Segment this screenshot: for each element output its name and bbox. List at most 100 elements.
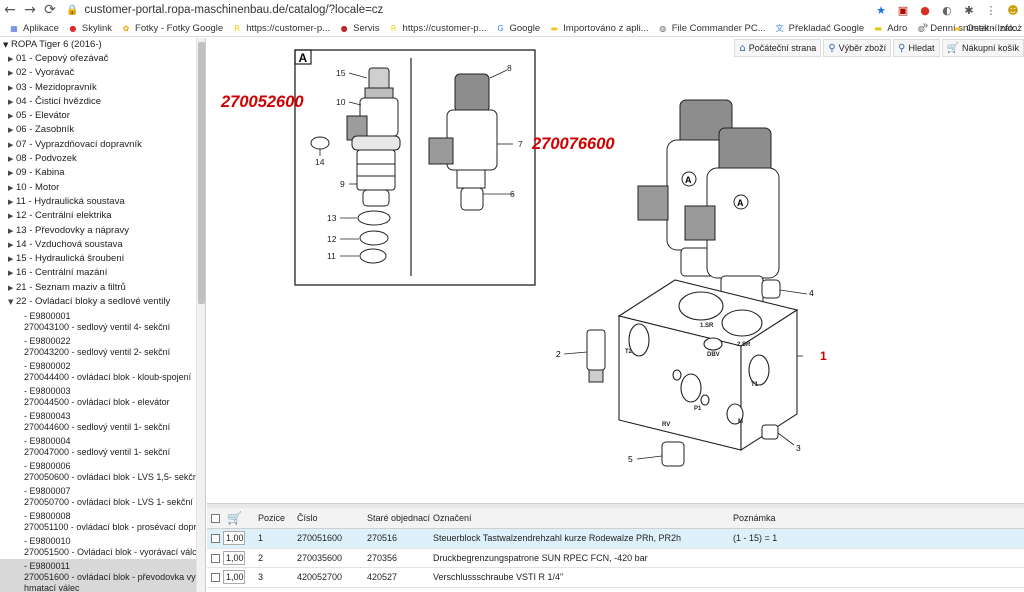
subitem-code: - E9800008 [24, 511, 71, 522]
forward-icon[interactable]: → [24, 2, 36, 18]
tree-item[interactable]: ▶10 - Motor [0, 181, 196, 195]
address-bar[interactable]: 🔒 customer-portal.ropa-maschinenbau.de/c… [66, 1, 870, 19]
tree-item[interactable]: ▶02 - Vyorávač [0, 66, 196, 80]
select-all-checkbox[interactable] [211, 514, 220, 523]
tree-item[interactable]: ▶21 - Seznam maziv a filtrů [0, 281, 196, 295]
tree-item[interactable]: ▶05 - Elevátor [0, 109, 196, 123]
star-icon[interactable]: ★ [876, 3, 886, 17]
tree-item-label: 01 - Cepový ořezávač [16, 53, 109, 64]
cart-button[interactable]: 🛒Nákupní košík [941, 39, 1024, 57]
tree-root[interactable]: ▼ROPA Tiger 6 (2016-) [0, 38, 196, 52]
cell-note: (1 - 15) = 1 [733, 533, 778, 543]
port-t1: T1 [751, 382, 759, 388]
quantity-input[interactable]: 1,00 [223, 570, 245, 584]
bookmark-item[interactable]: ▦Aplikace [9, 23, 59, 34]
lock-icon[interactable]: 🔒 [66, 4, 79, 16]
tree-item[interactable]: ▶16 - Centrální mazání [0, 266, 196, 280]
collapsed-icon: ▶ [8, 83, 14, 92]
reload-icon[interactable]: ⟳ [44, 2, 56, 18]
col-position[interactable]: Pozice [258, 513, 286, 523]
menu-icon[interactable]: ⋮ [985, 3, 997, 17]
tree-item[interactable]: ▶06 - Zasobník [0, 123, 196, 137]
collapsed-icon: ▶ [8, 240, 14, 249]
col-designation[interactable]: Označení [433, 513, 472, 523]
cartridge-left [310, 67, 401, 264]
row-checkbox[interactable] [211, 553, 220, 563]
quantity-input[interactable]: 1,00 [223, 550, 245, 565]
tree-item-label: 05 - Elevátor [16, 110, 70, 122]
gray-extension-icon[interactable]: ◐ [942, 3, 952, 17]
tree-item[interactable]: ▶08 - Podvozek [0, 152, 196, 166]
col-old-number[interactable]: Staré objednací číslo [367, 513, 431, 523]
back-icon[interactable]: ← [4, 2, 16, 18]
tree-item[interactable]: ▶07 - Vyprazdňovací dopravník [0, 138, 196, 152]
bookmark-item[interactable]: ▬Adro [873, 23, 907, 34]
apps-grid-icon: ▦ [10, 23, 18, 33]
main-leaders [563, 289, 808, 460]
other-bookmarks[interactable]: ▬Ostatní záloż [953, 20, 1022, 36]
tree-scrollbar[interactable] [196, 38, 205, 592]
bookmarks-more-button[interactable]: » [922, 20, 928, 31]
puzzle-icon[interactable]: ✱ [964, 3, 974, 17]
tree-item[interactable]: ▶12 - Centrální elektrika [0, 209, 196, 223]
row-checkbox[interactable] [211, 573, 220, 582]
other-bookmarks-label: Ostatní záloż [966, 23, 1022, 34]
tree-item[interactable]: ▶14 - Vzduchová soustava [0, 238, 196, 252]
pdf-extension-icon[interactable]: ▣ [897, 3, 909, 17]
row-checkbox[interactable] [211, 534, 220, 543]
tree-item-open[interactable]: ▼22 - Ovládací bloky a sedlové ventily [0, 295, 196, 309]
callout-3: 3 [796, 443, 801, 453]
subitem-desc: 270044400 - ovládací blok - kloub-spojen… [24, 372, 192, 383]
subitem-code: - E9800002 [24, 361, 71, 372]
quantity-input[interactable]: 1,00 [223, 531, 245, 545]
profile-avatar-icon[interactable]: ☻ [1007, 3, 1019, 17]
bookmark-item[interactable]: ◍File Commander PC... [658, 23, 765, 34]
bookmark-item[interactable]: ●Skylink [68, 23, 112, 34]
subitem-code: - E9800043 [24, 411, 71, 422]
collapsed-icon: ▶ [8, 269, 14, 278]
home-button[interactable]: ⌂Počáteční strana [734, 39, 822, 57]
col-note[interactable]: Poznámka [733, 513, 776, 523]
bookmark-item[interactable]: ✿Fotky - Fotky Google [121, 23, 224, 34]
tree-item[interactable]: ▶13 - Převodovky a nápravy [0, 224, 196, 238]
tree-item[interactable]: ▶09 - Kabina [0, 166, 196, 180]
red-extension-icon[interactable]: ● [920, 3, 930, 17]
tree-item[interactable]: ▶01 - Cepový ořezávač [0, 52, 196, 66]
panel-splitter[interactable] [207, 503, 1024, 508]
bookmark-item[interactable]: ◍Denní snímek - Info... [916, 23, 1021, 34]
col-number[interactable]: Číslo [297, 513, 318, 523]
port-m: M [738, 419, 743, 425]
search-button[interactable]: ⚲Hledat [893, 39, 940, 57]
tree-item[interactable]: ▶03 - Mezidopravník [0, 81, 196, 95]
expanded-icon: ▼ [8, 298, 14, 307]
tree-scrollbar-thumb[interactable] [198, 42, 205, 304]
tree-item[interactable]: ▶11 - Hydraulická soustava [0, 195, 196, 209]
tree-item[interactable]: ▶04 - Čisticí hvězdice [0, 95, 196, 109]
tree-item-label: 02 - Vyorávač [16, 67, 75, 79]
google-icon: G [497, 23, 504, 33]
select-goods-button[interactable]: ⚲Výběr zboží [823, 39, 892, 57]
bookmark-item[interactable]: ●Servis [339, 23, 380, 34]
bookmark-item[interactable]: ▬Importováno z apli... [549, 23, 648, 34]
exploded-drawing[interactable]: A [207, 40, 1024, 503]
tree-item[interactable]: ▶15 - Hydraulická šroubení [0, 252, 196, 266]
tree-item-label: 09 - Kabina [16, 167, 65, 179]
